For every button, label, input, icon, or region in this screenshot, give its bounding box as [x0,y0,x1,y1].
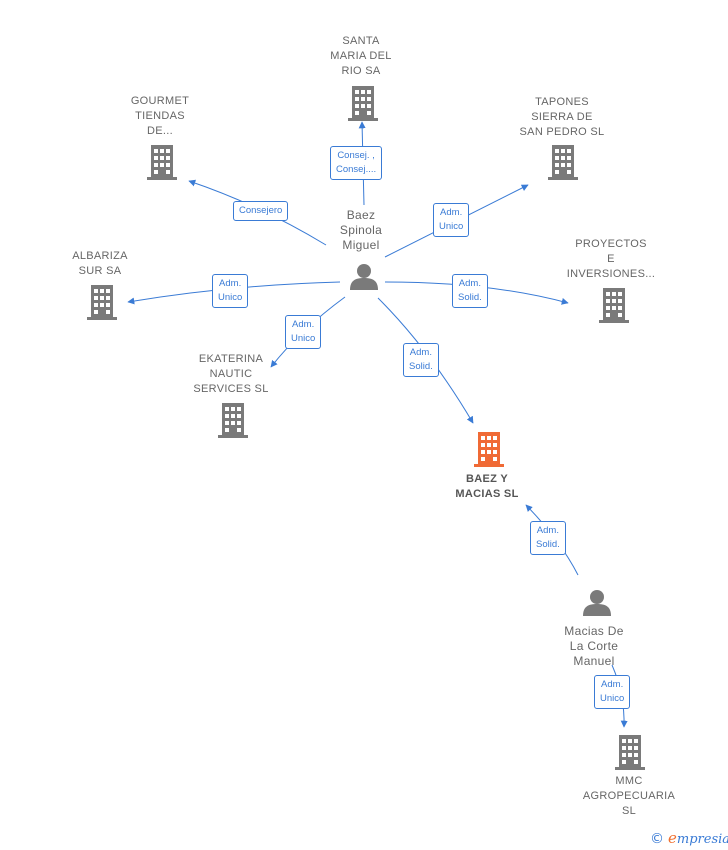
building-icon[interactable] [599,288,629,323]
edge-label-to-baez-macias: Adm. Solid. [403,343,439,377]
building-icon[interactable] [87,285,117,320]
brand-footer: ©empresia [650,829,728,847]
building-icon[interactable] [348,86,378,121]
person-icon[interactable] [350,264,378,290]
edge-label-to-albariza: Adm. Unico [212,274,249,308]
person-icon[interactable] [583,590,611,616]
brand-logo-initial: e [668,829,677,847]
node-label-macias-person[interactable]: Macias De La Corte Manuel [564,624,624,668]
node-label-proyectos[interactable]: PROYECTOS E INVERSIONES... [566,238,656,280]
node-label-santa-maria[interactable]: SANTA MARIA DEL RIO SA [330,35,392,77]
node-label-gourmet[interactable]: GOURMET TIENDAS DE... [130,95,190,137]
edge-label-macias-to-baez-macias: Adm. Solid. [530,521,566,555]
building-icon[interactable] [615,735,645,770]
building-icon[interactable] [548,145,578,180]
edge-label-macias-to-mmc: Adm. Unico [594,675,631,709]
node-label-albariza[interactable]: ALBARIZA SUR SA [72,250,128,277]
node-label-mmc[interactable]: MMC AGROPECUARIA SL [582,775,676,817]
building-icon[interactable] [147,145,177,180]
node-label-baez-person[interactable]: Baez Spinola Miguel [339,208,383,252]
node-label-baez-macias[interactable]: BAEZ Y MACIAS SL [455,473,519,500]
edge-label-to-santa-maria: Consej. , Consej.... [330,146,383,180]
building-icon[interactable] [218,403,248,438]
node-label-ekaterina[interactable]: EKATERINA NAUTIC SERVICES SL [193,353,269,395]
edge-label-to-gourmet: Consejero [233,201,289,221]
brand-logo-text: mpresia [676,832,728,847]
node-label-tapones[interactable]: TAPONES SIERRA DE SAN PEDRO SL [519,96,605,138]
edge-label-to-ekaterina: Adm. Unico [285,315,322,349]
edge-label-to-proyectos: Adm. Solid. [452,274,488,308]
building-icon[interactable] [474,432,504,467]
copyright-icon: © [650,831,664,847]
edge-label-to-tapones: Adm. Unico [433,203,470,237]
